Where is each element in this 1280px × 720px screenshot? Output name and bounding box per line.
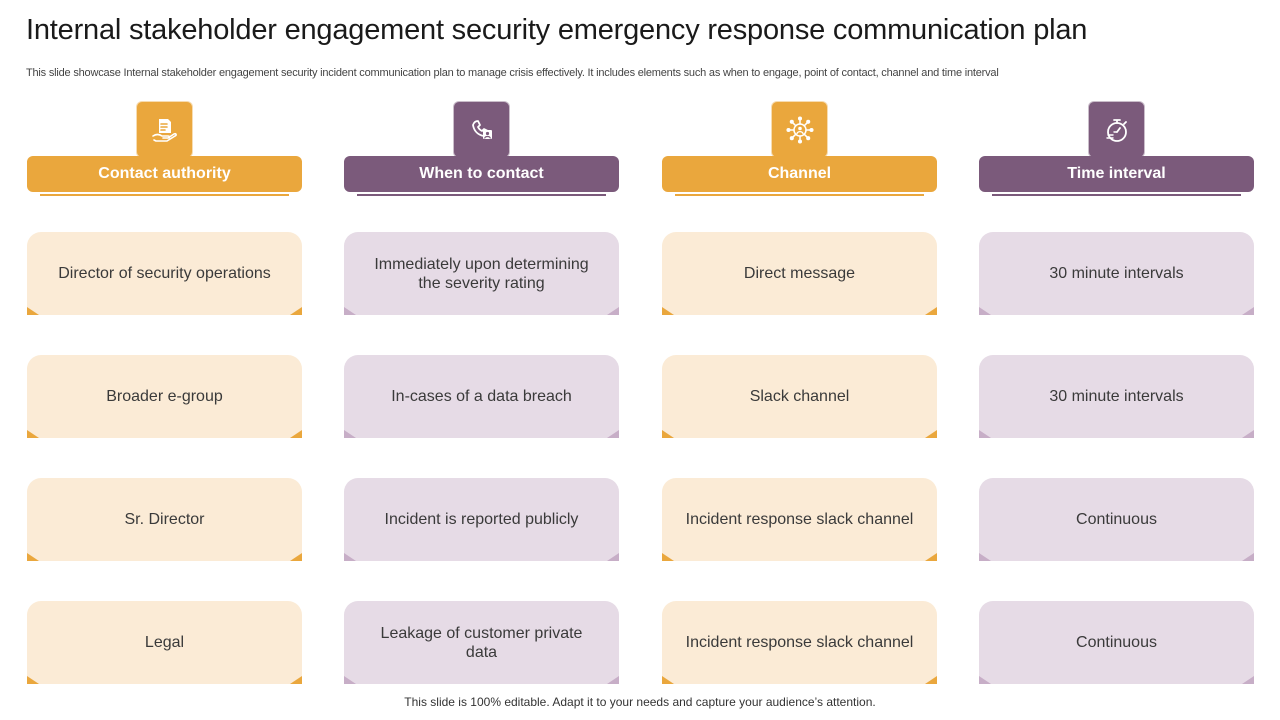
card: Sr. Director — [27, 478, 302, 561]
column-header: When to contact — [344, 156, 619, 192]
header-underline — [992, 194, 1241, 196]
card: Leakage of customer private data — [344, 601, 619, 684]
card: Incident response slack channel — [662, 601, 937, 684]
column-header: Contact authority — [27, 156, 302, 192]
card-text: 30 minute intervals — [1049, 265, 1184, 282]
network-person-icon — [771, 101, 828, 158]
header-underline — [675, 194, 924, 196]
column-header: Time interval — [979, 156, 1254, 192]
card-text: Immediately upon determining the severit… — [374, 255, 589, 292]
footer-note: This slide is 100% editable. Adapt it to… — [404, 695, 876, 709]
card-text: Continuous — [1076, 634, 1157, 651]
card-text: Leakage of customer private data — [380, 624, 583, 661]
card-text: Incident response slack channel — [685, 634, 914, 651]
card-text: In-cases of a data breach — [391, 388, 572, 405]
page-title: Internal stakeholder engagement security… — [26, 14, 1088, 46]
card-text: Sr. Director — [124, 511, 205, 528]
card-text: 30 minute intervals — [1049, 388, 1184, 405]
stopwatch-icon — [1088, 101, 1145, 158]
header-underline — [40, 194, 289, 196]
card-text: Slack channel — [749, 388, 850, 405]
card: In-cases of a data breach — [344, 355, 619, 438]
card: Incident is reported publicly — [344, 478, 619, 561]
card: Slack channel — [662, 355, 937, 438]
card-text: Incident response slack channel — [685, 511, 914, 528]
column-when-to-contact: When to contact Immediately upon determi… — [344, 101, 619, 691]
column-header: Channel — [662, 156, 937, 192]
card: Legal — [27, 601, 302, 684]
hand-document-icon — [136, 101, 193, 158]
card: Immediately upon determining the severit… — [344, 232, 619, 315]
card: Continuous — [979, 478, 1254, 561]
card: Continuous — [979, 601, 1254, 684]
card-text: Legal — [144, 634, 185, 651]
card: Direct message — [662, 232, 937, 315]
column-contact-authority: Contact authority Director of security o… — [27, 101, 302, 691]
card-text: Broader e-group — [106, 388, 223, 405]
card: Director of security operations — [27, 232, 302, 315]
header-underline — [357, 194, 606, 196]
page-subtitle: This slide showcase Internal stakeholder… — [26, 67, 999, 79]
card-text: Continuous — [1076, 511, 1157, 528]
column-channel: Channel Direct message Slack channel Inc… — [662, 101, 937, 691]
card-text: Direct message — [743, 265, 856, 282]
card: Broader e-group — [27, 355, 302, 438]
card-text: Director of security operations — [58, 265, 271, 282]
card: Incident response slack channel — [662, 478, 937, 561]
phone-contact-icon — [453, 101, 510, 158]
card-text: Incident is reported publicly — [384, 511, 579, 528]
card: 30 minute intervals — [979, 355, 1254, 438]
column-time-interval: Time interval 30 minute intervals 30 min… — [979, 101, 1254, 691]
card: 30 minute intervals — [979, 232, 1254, 315]
